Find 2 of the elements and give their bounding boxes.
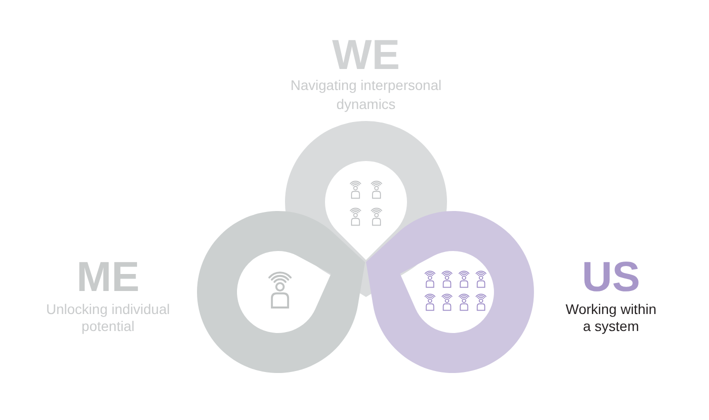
section-title: US — [582, 256, 640, 298]
section-description: Working within a system — [564, 301, 658, 335]
